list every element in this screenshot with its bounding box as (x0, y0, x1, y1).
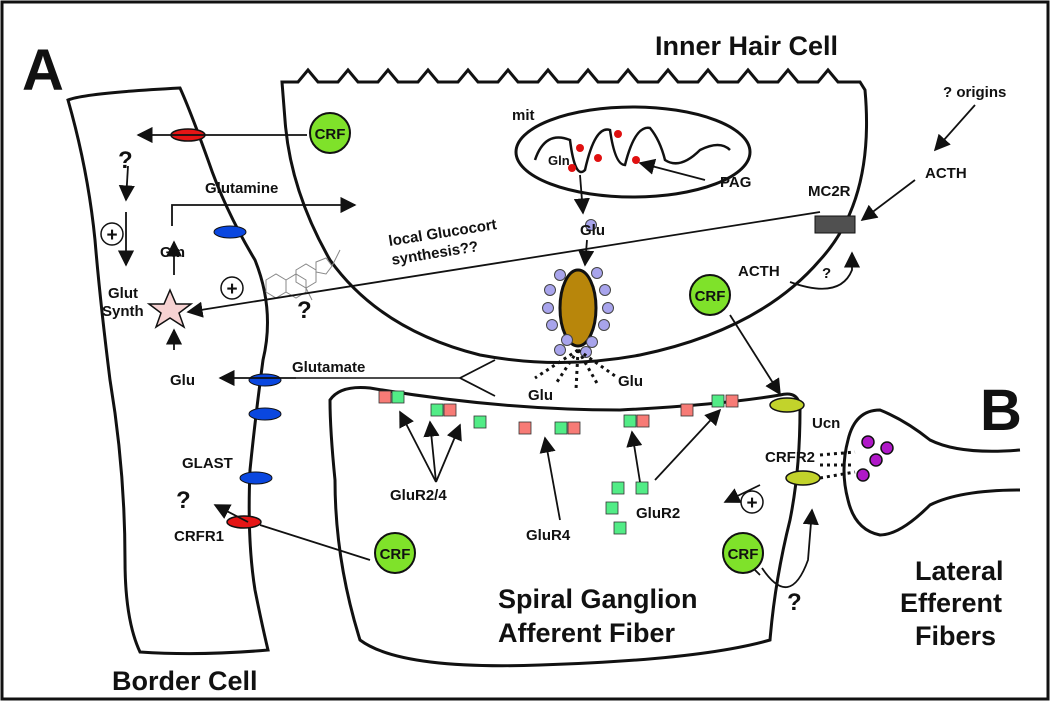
ucn-release-line (819, 470, 856, 480)
glu-synapse-left-label: Glu (528, 387, 553, 404)
origins-label: ? origins (943, 84, 1006, 101)
glur24-label: GluR2/4 (390, 487, 447, 504)
svg-text:+: + (226, 279, 237, 300)
ucn-vesicle (880, 441, 894, 455)
glu-left-label: Glu (170, 372, 195, 389)
synaptic-ribbon (558, 268, 598, 348)
inner-hair-cell-title: Inner Hair Cell (655, 31, 838, 61)
glast-transporter (239, 471, 273, 485)
border-question-top: ? (118, 147, 133, 174)
svg-text:+: + (106, 225, 117, 246)
lateral-efferent-title-line2: Efferent (900, 588, 1002, 618)
glut-synth-label-line2: Synth (102, 303, 144, 320)
glur4-label: GluR4 (526, 527, 571, 544)
glutamate-label: Glutamate (292, 359, 365, 376)
plus-sign: + (100, 222, 124, 246)
glu-synapse-right-label: Glu (618, 373, 643, 390)
pag-enzyme-dot (614, 130, 622, 138)
ucn-vesicle (861, 435, 875, 449)
svg-text:+: + (746, 493, 757, 514)
mc2r-label: MC2R (808, 183, 851, 200)
mit-label: mit (512, 107, 535, 124)
acth-label-top: ACTH (925, 165, 967, 182)
gln-mit-label: Gln (548, 153, 570, 168)
mc2r-receptor (814, 215, 856, 234)
panel-label-a: A (22, 38, 64, 103)
glutamate-release-lines (534, 348, 619, 391)
synaptic-vesicles (542, 219, 614, 358)
plus-sign: + (220, 276, 244, 300)
glast-transporter (248, 373, 282, 387)
svg-text:CRF: CRF (380, 546, 411, 563)
afferent-fiber-membrane (328, 386, 802, 668)
inner-hair-cell-membrane (280, 67, 869, 364)
gln-left-label: Gln (160, 244, 185, 261)
svg-text:CRF: CRF (728, 546, 759, 563)
crf-ligand: CRF (374, 532, 416, 574)
efferent-terminal-membrane (842, 408, 1021, 537)
plus-sign: + (740, 490, 764, 514)
panel-label-b: B (980, 378, 1022, 443)
crfr1-receptor (226, 515, 262, 529)
ucn-label: Ucn (812, 415, 840, 432)
crfr2-receptor-top (769, 397, 805, 413)
glucocorticoid-structure-icon (265, 249, 341, 301)
pag-enzyme-dot (632, 156, 640, 164)
mitochondrion (514, 105, 752, 199)
crfr1-question: ? (176, 487, 191, 514)
glast-transporter (213, 225, 247, 239)
crf-ligand: CRF (309, 112, 351, 154)
steroid-question: ? (297, 297, 312, 324)
lateral-efferent-title-line1: Lateral (915, 556, 1004, 586)
acth-label-mid: ACTH (738, 263, 780, 280)
pag-enzyme-dot (568, 164, 576, 172)
glast-transporter (248, 407, 282, 421)
crf-ligand: CRF (689, 274, 731, 316)
crfr2-label: CRFR2 (765, 449, 815, 466)
mitochondrion-cristae (533, 126, 731, 174)
svg-text:CRF: CRF (695, 288, 726, 305)
crfr1-label: CRFR1 (174, 528, 224, 545)
glu-top-label: Glu (580, 222, 605, 239)
bottom-question: ? (787, 589, 802, 616)
pag-enzyme-dot (576, 144, 584, 152)
glutamine-label: Glutamine (205, 180, 278, 197)
ucn-release-line (819, 450, 856, 457)
glur2-label: GluR2 (636, 505, 680, 522)
glut-synth-label-line1: Glut (108, 285, 138, 302)
border-cell-membrane (66, 86, 270, 656)
ucn-vesicle (856, 468, 870, 482)
pag-label: PAG (720, 174, 751, 191)
glast-label: GLAST (182, 455, 233, 472)
pag-enzyme-dot (594, 154, 602, 162)
acth-question: ? (822, 265, 831, 282)
border-cell-title: Border Cell (112, 666, 258, 696)
arrows (117, 104, 976, 588)
ampa-receptors (378, 390, 739, 535)
spiral-ganglion-title-line2: Afferent Fiber (498, 618, 676, 648)
spiral-ganglion-title-line1: Spiral Ganglion (498, 584, 698, 614)
ucn-vesicle (869, 453, 883, 467)
lateral-efferent-title-line3: Fibers (915, 621, 996, 651)
crf-ligand: CRF (722, 532, 764, 574)
glutamine-synthetase-star (146, 288, 194, 329)
crfr2-receptor (785, 470, 821, 486)
svg-text:CRF: CRF (315, 126, 346, 143)
